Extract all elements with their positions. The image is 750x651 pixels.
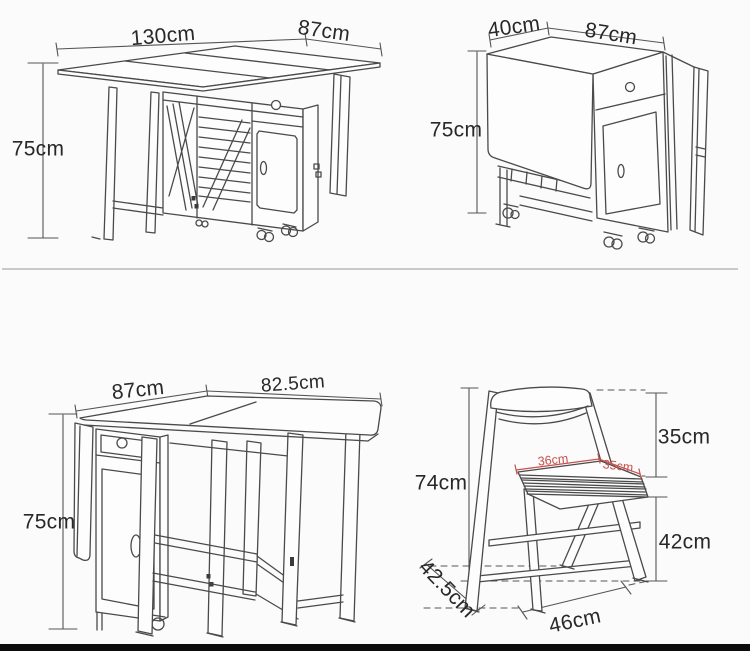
table-half-gateleg (281, 432, 304, 626)
dim-lines-table-open (27, 32, 383, 239)
chair-back-rail (495, 405, 589, 425)
chair-rear-leg-left (523, 488, 543, 612)
table-folded-door (602, 111, 661, 215)
hinge-dot (206, 574, 211, 579)
table-open-drawer (251, 120, 304, 128)
dim-label-table-half-height: 75cm (23, 511, 76, 534)
table-half-top (79, 395, 382, 436)
chair-stretcher (488, 521, 641, 547)
table-half-drawer-knob (116, 437, 128, 449)
dim-label-table-half-extension: 82.5cm (260, 371, 325, 396)
hinge-dot (191, 196, 196, 201)
table-folded-drawer-knob (624, 81, 636, 93)
dim-label-table-half-depth: 87cm (111, 376, 166, 404)
table-open-fold-lines (124, 52, 331, 79)
chair-seat-slats (519, 474, 649, 498)
dim-label-chair-front-width: 46cm (547, 604, 603, 637)
dim-label-table-open-width: 130cm (130, 22, 196, 51)
gateleg-latch (290, 557, 294, 566)
chair-stretcher-lower (476, 559, 638, 583)
table-open-left-leg (103, 86, 118, 241)
table-open-casters (195, 219, 299, 243)
table-half-gateleg-2 (339, 428, 361, 622)
section-divider (2, 268, 738, 270)
view-table-folded: 40cm 87cm 75cm (430, 12, 709, 250)
hinge-dot (194, 204, 199, 209)
dim-label-chair-height: 74cm (415, 472, 468, 495)
dim-label-table-open-depth: 87cm (296, 16, 351, 46)
dim-label-chair-seat-depth: 35cm (602, 457, 634, 475)
table-half-center-leg-3 (242, 440, 262, 597)
dim-label-chair-seat-width: 36cm (537, 451, 569, 468)
table-folded-front-leaf (486, 53, 594, 190)
dim-label-table-folded-width: 40cm (486, 12, 541, 42)
table-open-left-leg-2 (145, 91, 160, 234)
chair-headrest (490, 386, 593, 413)
table-folded-door-handle (617, 163, 625, 179)
table-open-top (57, 45, 381, 88)
table-half-fold-line (189, 401, 257, 425)
table-open-drawer-knob (270, 99, 282, 111)
dim-label-chair-back-height: 35cm (658, 426, 711, 449)
view-chair: 74cm 35cm 42cm 42.5cm 46cm 36cm 35cm (414, 386, 712, 638)
table-open-door-handle (259, 160, 268, 176)
table-half-base-rails (152, 534, 258, 601)
table-half-center-leg-2 (207, 439, 228, 637)
table-folded-far-leaf (689, 66, 709, 236)
dim-label-chair-leg-height: 42cm (659, 531, 712, 554)
dim-label-table-open-height: 75cm (12, 138, 65, 161)
table-folded-casters (603, 227, 656, 250)
table-open-door (256, 130, 298, 214)
stored-chair-slats-left (166, 101, 199, 211)
table-folded-drawer (595, 93, 666, 111)
table-folded-legs (495, 165, 593, 228)
view-table-half-open: 87cm 82.5cm 75cm (23, 371, 383, 638)
table-half-door (101, 468, 155, 610)
table-folded-top (486, 36, 664, 75)
dim-label-table-folded-height: 75cm (430, 119, 483, 142)
view-table-open: 130cm 87cm 75cm (12, 16, 383, 243)
dim-lines-table-folded (467, 21, 666, 214)
table-half-center-leg (137, 436, 158, 635)
table-open-right-gateleg (329, 73, 351, 197)
footer-bar (0, 644, 750, 651)
